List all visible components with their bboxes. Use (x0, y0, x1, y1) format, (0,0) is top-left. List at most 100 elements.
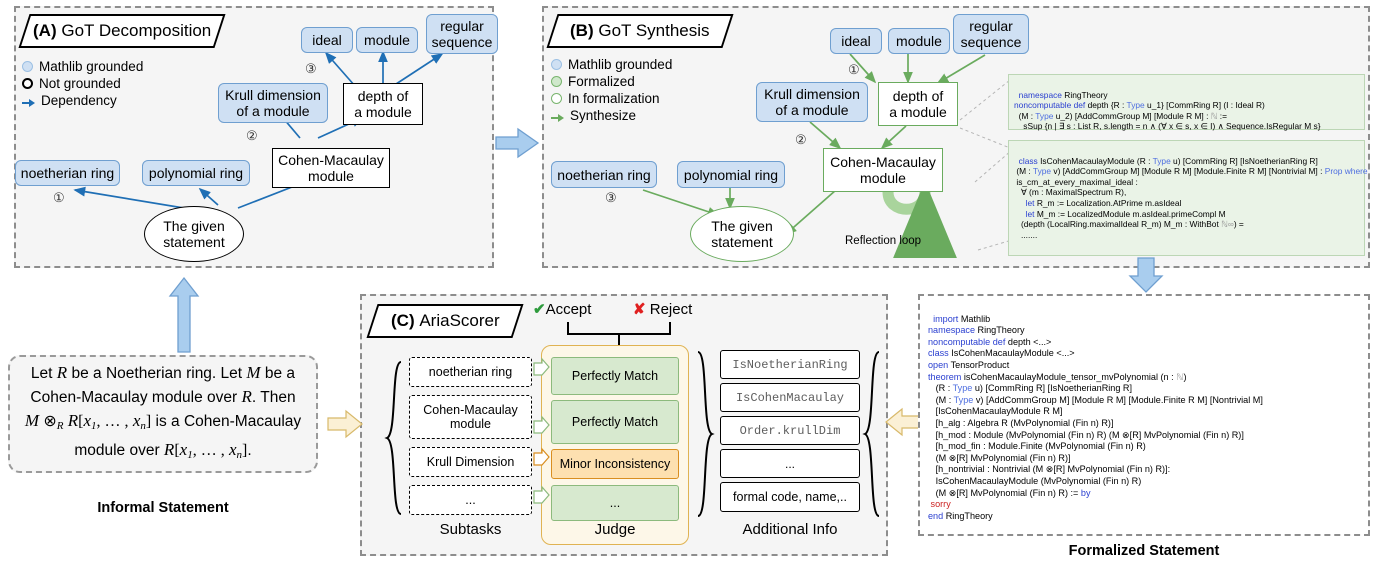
node-label: Cohen-Macaulay module (830, 154, 936, 186)
blue-down-arrow-icon (1128, 257, 1164, 293)
informal-statement-box: Let R be a Noetherian ring. Let M be a C… (8, 355, 318, 473)
code-content: class IsCohenMacaulayModule (R : Type u)… (1016, 155, 1368, 240)
hollow-black-circle-icon (22, 78, 33, 89)
code-block-cohen-macaulay: class IsCohenMacaulayModule (R : Type u)… (1008, 140, 1368, 256)
node-b-module[interactable]: module (888, 28, 950, 54)
filled-blue-circle-icon (22, 61, 33, 72)
node-label: The given statement (163, 218, 225, 250)
panel-b-legend: Mathlib grounded Formalized In formaliza… (551, 56, 672, 124)
judge-label: Perfectly Match (571, 369, 659, 383)
node-ideal[interactable]: ideal (301, 27, 353, 53)
code-block-depth: namespace RingTheory noncomputable def d… (1008, 74, 1365, 132)
node-b-regular-sequence[interactable]: regular sequence (953, 14, 1029, 54)
accept-legend: ✔Accept (533, 300, 591, 318)
node-label: noetherian ring (557, 166, 651, 183)
subtask-item[interactable]: noetherian ring (409, 357, 532, 387)
node-label: module (896, 33, 942, 49)
marker-one-b: ① (848, 62, 860, 77)
legend-label: In formalization (568, 91, 660, 106)
node-label: module (364, 32, 410, 48)
additional-info-item[interactable]: ... (720, 449, 860, 478)
panel-c-title-prefix: (C) (390, 311, 415, 330)
judge-label: ... (609, 496, 621, 510)
legend-item: Not grounded (22, 75, 143, 92)
node-label: polynomial ring (148, 165, 244, 181)
node-regular-sequence[interactable]: regular sequence (426, 14, 498, 54)
subtask-label: noetherian ring (428, 365, 513, 379)
node-krull-dimension[interactable]: Krull dimension of a module (218, 83, 328, 123)
judge-item[interactable]: Perfectly Match (551, 400, 679, 444)
node-b-depth-of-module[interactable]: depth of a module (878, 82, 958, 126)
check-mark-icon: ✔ (533, 301, 546, 318)
cross-mark-icon: ✘ (633, 301, 646, 318)
panel-c-title-ribbon: (C) AriaScorer (366, 304, 524, 338)
filled-green-circle-icon (551, 76, 562, 87)
node-given-statement[interactable]: The given statement (144, 206, 244, 262)
node-label: depth of a module (889, 88, 947, 120)
node-label: polynomial ring (683, 166, 779, 183)
column-label-judge: Judge (594, 521, 636, 538)
legend-item: Dependency (22, 92, 143, 109)
formalized-statement-caption: Formalized Statement (1068, 543, 1220, 559)
legend-label: Formalized (568, 74, 635, 89)
judge-label: Perfectly Match (571, 415, 659, 429)
node-polynomial-ring[interactable]: polynomial ring (142, 160, 250, 186)
node-label: Krull dimension of a module (764, 86, 860, 118)
additional-info-label: IsCohenMacaulay (735, 390, 845, 405)
node-cohen-macaulay-module[interactable]: Cohen-Macaulay module (272, 148, 390, 188)
reject-label: Reject (649, 301, 693, 318)
code-leader-lines (959, 79, 1013, 251)
formalized-code-content: import Mathlib namespace RingTheory nonc… (928, 313, 1263, 521)
legend-label: Mathlib grounded (39, 59, 144, 74)
node-label: ideal (841, 33, 871, 49)
panel-c-title: AriaScorer (419, 311, 500, 330)
code-content: namespace RingTheory noncomputable def d… (1014, 89, 1321, 132)
additional-info-label: IsNoetherianRing (732, 357, 848, 372)
panel-b-edges (642, 53, 986, 259)
node-label: noetherian ring (20, 165, 115, 181)
additional-info-item[interactable]: IsNoetherianRing (720, 350, 860, 379)
additional-info-item[interactable]: Order.krullDim (720, 416, 860, 445)
subtask-judge-arrows (533, 357, 550, 504)
informal-statement-text: Let R be a Noetherian ring. Let M be a C… (24, 363, 302, 461)
additional-left-brace (697, 351, 715, 517)
node-depth-of-module[interactable]: depth of a module (343, 83, 423, 125)
node-b-noetherian-ring[interactable]: noetherian ring (551, 161, 657, 188)
node-b-polynomial-ring[interactable]: polynomial ring (677, 161, 785, 188)
yellow-right-arrow-icon (327, 409, 363, 439)
node-b-krull-dimension[interactable]: Krull dimension of a module (756, 82, 868, 122)
judge-item[interactable]: Minor Inconsistency (551, 449, 679, 479)
node-label: Cohen-Macaulay module (278, 152, 384, 184)
judge-item[interactable]: ... (551, 485, 679, 521)
subtask-item[interactable]: ... (409, 485, 532, 515)
judge-label: Minor Inconsistency (559, 457, 671, 471)
node-label: depth of a module (354, 88, 412, 120)
node-label: regular sequence (960, 18, 1022, 50)
additional-info-item[interactable]: formal code, name,.. (720, 482, 860, 512)
subtask-label: ... (465, 493, 476, 507)
panel-a-legend: Mathlib grounded Not grounded Dependency (22, 58, 143, 109)
accept-label: Accept (545, 301, 592, 318)
column-label-subtasks: Subtasks (439, 521, 502, 538)
node-b-cohen-macaulay-module[interactable]: Cohen-Macaulay module (823, 148, 943, 192)
node-label: Krull dimension of a module (225, 87, 321, 119)
judge-item[interactable]: Perfectly Match (551, 357, 679, 395)
marker-three-b: ③ (605, 190, 617, 205)
blue-right-arrow-icon (495, 127, 540, 159)
filled-blue-circle-icon (551, 59, 562, 70)
subtask-item[interactable]: Cohen-Macaulay module (409, 395, 532, 439)
node-label: The given statement (711, 218, 773, 250)
reflection-loop-label: Reflection loop (845, 235, 922, 247)
informal-statement-caption: Informal Statement (97, 500, 229, 516)
blue-up-arrow-icon (168, 276, 200, 353)
legend-label: Mathlib grounded (568, 57, 673, 72)
subtask-item[interactable]: Krull Dimension (409, 447, 532, 477)
reject-legend: ✘ Reject (633, 300, 692, 318)
node-b-given-statement[interactable]: The given statement (690, 206, 794, 262)
marker-two-a: ② (246, 128, 258, 143)
additional-info-item[interactable]: IsCohenMacaulay (720, 383, 860, 412)
node-module[interactable]: module (356, 27, 418, 53)
marker-three-a: ③ (305, 61, 317, 76)
node-b-ideal[interactable]: ideal (830, 28, 882, 54)
node-noetherian-ring[interactable]: noetherian ring (15, 160, 120, 186)
